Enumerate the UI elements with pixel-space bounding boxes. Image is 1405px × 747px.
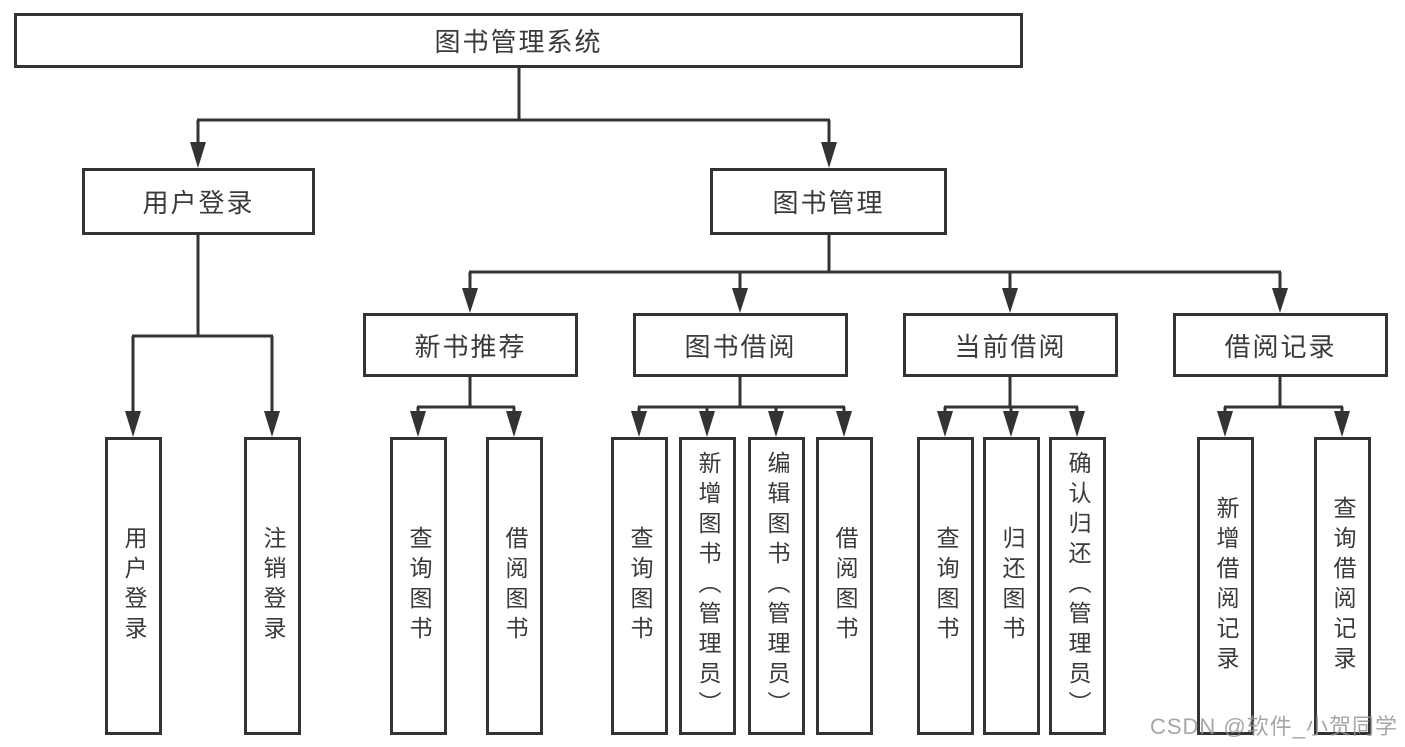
arrow-down-icon [1003, 411, 1019, 437]
arrow-down-icon [264, 411, 280, 437]
node-book-management: 图书管理 [710, 168, 947, 235]
arrow-down-icon [1217, 411, 1233, 437]
arrow-down-icon [732, 288, 748, 313]
arrow-down-icon [821, 142, 837, 168]
leaf-borrow-add-books-admin: 新增图书（管理员） [679, 437, 736, 735]
arrow-down-icon [125, 411, 141, 437]
arrow-down-icon [1272, 288, 1288, 313]
node-root: 图书管理系统 [14, 13, 1023, 68]
arrow-down-icon [462, 288, 478, 313]
arrowheads [125, 142, 1350, 437]
leaf-current-query-books: 查询图书 [917, 437, 974, 735]
leaf-logout: 注销登录 [244, 437, 301, 735]
node-new-book-recommend: 新书推荐 [363, 313, 578, 377]
node-root-label: 图书管理系统 [434, 27, 603, 57]
leaf-newbook-query-books-label: 查询图书 [406, 526, 432, 646]
node-user-login: 用户登录 [82, 168, 315, 235]
leaf-current-confirm-return-admin: 确认归还（管理员） [1049, 437, 1106, 735]
node-book-management-label: 图书管理 [772, 188, 885, 218]
node-borrow-records: 借阅记录 [1173, 313, 1388, 377]
leaf-current-return-books: 归还图书 [983, 437, 1040, 735]
leaf-borrow-add-books-admin-label: 新增图书（管理员） [695, 451, 721, 721]
leaf-records-add-record-label: 新增借阅记录 [1213, 496, 1239, 676]
arrow-down-icon [1002, 288, 1018, 313]
leaf-records-query-record: 查询借阅记录 [1314, 437, 1371, 735]
arrow-down-icon [937, 411, 953, 437]
arrow-down-icon [699, 411, 715, 437]
arrow-down-icon [631, 411, 647, 437]
node-new-book-recommend-label: 新书推荐 [414, 331, 527, 362]
leaf-newbook-borrow-books-label: 借阅图书 [502, 526, 528, 646]
node-current-borrow: 当前借阅 [903, 313, 1118, 377]
arrow-down-icon [1069, 411, 1085, 437]
leaf-user-login-label: 用户登录 [121, 526, 147, 646]
leaf-borrow-borrow-books: 借阅图书 [816, 437, 873, 735]
leaf-borrow-edit-books-admin: 编辑图书（管理员） [748, 437, 805, 735]
leaf-borrow-borrow-books-label: 借阅图书 [832, 526, 858, 646]
leaf-borrow-query-books: 查询图书 [611, 437, 668, 735]
leaf-user-login: 用户登录 [105, 437, 162, 735]
arrow-down-icon [768, 411, 784, 437]
arrow-down-icon [836, 411, 852, 437]
arrow-down-icon [1334, 411, 1350, 437]
node-book-borrow-label: 图书借阅 [684, 331, 797, 362]
leaf-current-return-books-label: 归还图书 [999, 526, 1025, 646]
node-user-login-label: 用户登录 [142, 188, 255, 218]
node-current-borrow-label: 当前借阅 [954, 331, 1067, 362]
leaf-logout-label: 注销登录 [260, 526, 286, 646]
arrow-down-icon [410, 411, 426, 437]
node-borrow-records-label: 借阅记录 [1224, 331, 1337, 362]
leaf-records-query-record-label: 查询借阅记录 [1330, 496, 1356, 676]
arrow-down-icon [190, 142, 206, 168]
leaf-borrow-edit-books-admin-label: 编辑图书（管理员） [764, 451, 790, 721]
watermark: CSDN @软件_小贺同学 [1149, 714, 1398, 739]
leaf-newbook-borrow-books: 借阅图书 [486, 437, 543, 735]
node-book-borrow: 图书借阅 [633, 313, 848, 377]
leaf-current-confirm-return-admin-label: 确认归还（管理员） [1065, 451, 1091, 721]
leaf-borrow-query-books-label: 查询图书 [627, 526, 653, 646]
leaf-records-add-record: 新增借阅记录 [1197, 437, 1254, 735]
leaf-newbook-query-books: 查询图书 [390, 437, 447, 735]
arrow-down-icon [506, 411, 522, 437]
leaf-current-query-books-label: 查询图书 [933, 526, 959, 646]
